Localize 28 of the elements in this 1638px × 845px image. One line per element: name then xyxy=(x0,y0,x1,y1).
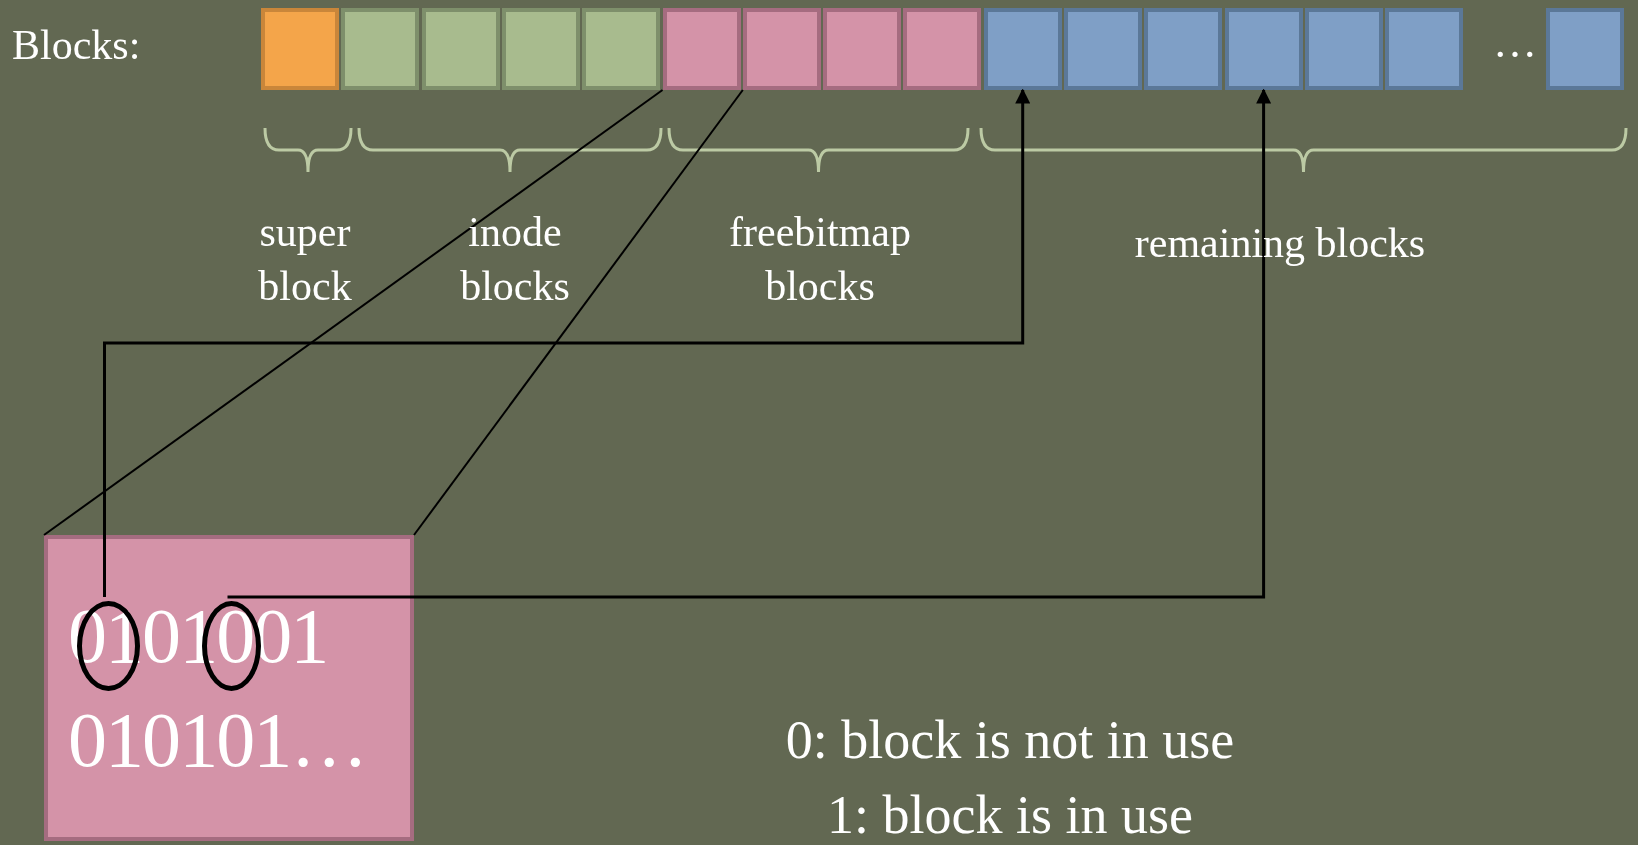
arrow xyxy=(226,88,1272,599)
text-label: 1: block is in use xyxy=(826,784,1194,845)
disk-block xyxy=(261,8,339,90)
text-label: … xyxy=(1492,17,1538,69)
disk-block xyxy=(983,8,1062,90)
text-label: Blocks: xyxy=(12,21,142,70)
zoom-line xyxy=(413,89,744,536)
disk-block xyxy=(1144,8,1223,90)
disk-block xyxy=(1385,8,1464,90)
disk-block xyxy=(1304,8,1383,90)
disk-block xyxy=(742,8,821,90)
text-label: 0: block is not in use xyxy=(784,709,1236,772)
text-label: inode blocks xyxy=(459,208,571,311)
disk-block xyxy=(582,8,661,90)
disk-block xyxy=(1224,8,1303,90)
disk-block xyxy=(421,8,500,90)
disk-block xyxy=(1064,8,1142,90)
text-label: freebitmap blocks xyxy=(728,208,912,311)
disk-block xyxy=(823,8,902,90)
zoom-line xyxy=(43,89,664,536)
arrow xyxy=(103,88,1031,597)
text-label: super block xyxy=(257,208,353,311)
disk-block xyxy=(501,8,580,90)
disk-block xyxy=(1546,8,1624,90)
disk-block xyxy=(903,8,982,90)
bit-string: 010101… xyxy=(68,695,368,785)
disk-block xyxy=(341,8,420,90)
disk-block xyxy=(662,8,741,90)
